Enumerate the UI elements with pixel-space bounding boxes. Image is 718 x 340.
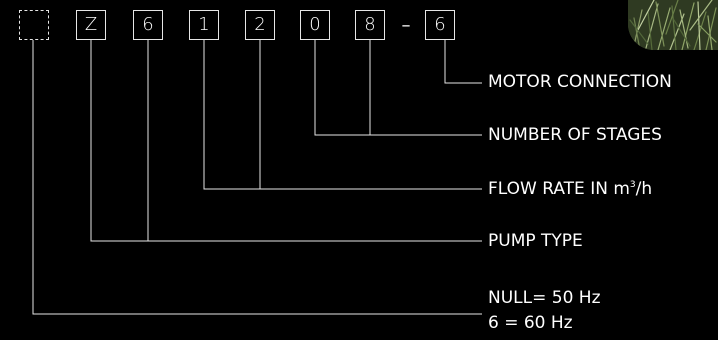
label-pump-type: PUMP TYPE <box>488 231 583 251</box>
code-box-pump-type-2: 6 <box>133 10 163 40</box>
stages-line-left <box>314 40 370 136</box>
grass-photo <box>628 0 718 50</box>
flow-rate-text: FLOW RATE IN m <box>488 179 630 199</box>
label-frequency-60hz: 6 = 60 Hz <box>488 313 573 333</box>
grass-texture <box>628 0 718 50</box>
stages-line-right <box>369 40 482 136</box>
pump-type-line-right <box>147 40 482 242</box>
pump-type-line-left <box>90 40 148 242</box>
flow-rate-unit: /h <box>635 179 653 199</box>
label-frequency-null: NULL= 50 Hz <box>488 288 601 308</box>
code-separator: – <box>401 14 411 36</box>
flow-rate-line-left <box>203 40 260 190</box>
code-box-motor-connection: 6 <box>425 10 455 40</box>
label-number-of-stages: NUMBER OF STAGES <box>488 125 662 145</box>
label-motor-connection: MOTOR CONNECTION <box>488 72 672 92</box>
code-box-flow-rate-1: 1 <box>189 10 219 40</box>
frequency-line <box>32 40 482 315</box>
code-box-flow-rate-2: 2 <box>245 10 275 40</box>
label-flow-rate: FLOW RATE IN m3/h <box>488 179 652 199</box>
code-box-stages-2: 8 <box>355 10 385 40</box>
code-box-stages-1: 0 <box>300 10 330 40</box>
flow-rate-line-right <box>259 40 482 190</box>
flow-rate-superscript: 3 <box>629 180 636 190</box>
motor-connection-line <box>444 40 482 84</box>
frequency-placeholder-box <box>19 10 49 40</box>
code-box-pump-type-1: Z <box>76 10 106 40</box>
